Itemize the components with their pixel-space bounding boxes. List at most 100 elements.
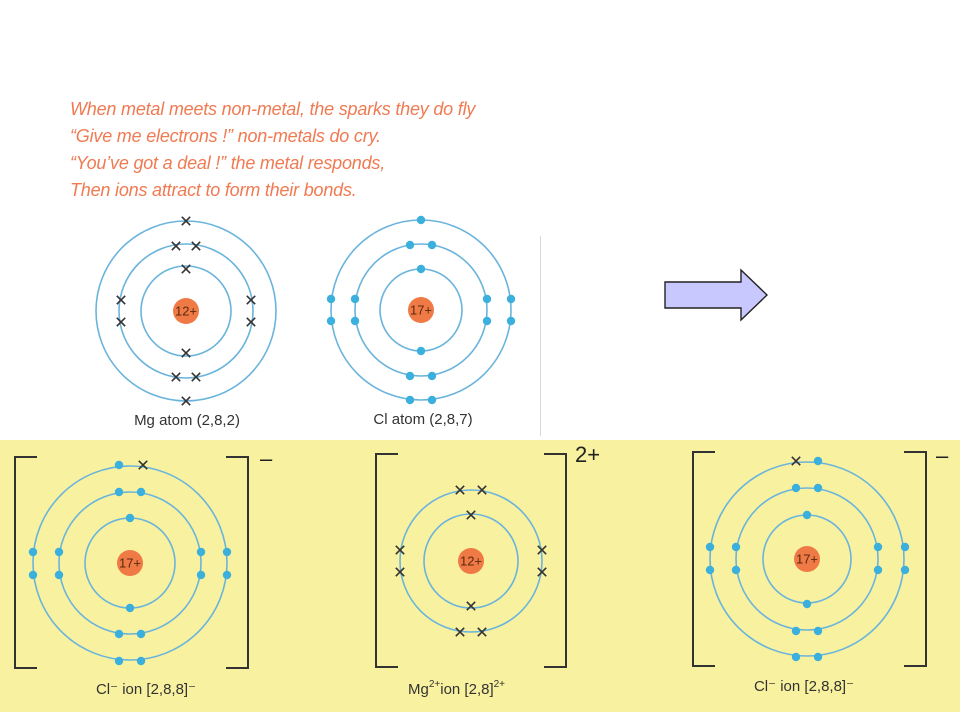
electron-dot	[326, 316, 336, 326]
electron-dot	[802, 510, 812, 520]
electron-cross	[791, 456, 801, 466]
electron-dot	[196, 547, 206, 557]
electron-cross	[116, 295, 126, 305]
nucleus-charge-label: 17+	[119, 556, 141, 571]
electron-cross	[191, 241, 201, 251]
electron-shell	[735, 487, 879, 631]
mg-ion-caption-sup: 2+	[429, 679, 441, 690]
electron-dot	[482, 294, 492, 304]
electron-dot	[222, 547, 232, 557]
electron-cross	[171, 241, 181, 251]
nucleus	[173, 298, 199, 324]
electron-dot	[222, 570, 232, 580]
electron-cross	[466, 510, 476, 520]
electron-dot	[873, 565, 883, 575]
electron-dot	[416, 346, 426, 356]
left-bracket	[692, 451, 715, 667]
electron-dot	[405, 240, 415, 250]
electron-dot	[54, 547, 64, 557]
electron-dot	[405, 395, 415, 405]
reaction-arrow	[664, 268, 769, 322]
poem-line-1: When metal meets non-metal, the sparks t…	[70, 99, 476, 119]
electron-dot	[731, 542, 741, 552]
electron-cross	[181, 216, 191, 226]
electron-dot	[196, 570, 206, 580]
electron-dot	[136, 629, 146, 639]
electron-cross	[181, 348, 191, 358]
electron-shell	[399, 489, 543, 633]
cl-ion-left-diagram: 17+	[14, 456, 249, 669]
electron-dot	[405, 371, 415, 381]
electron-dot	[813, 626, 823, 636]
electron-dot	[900, 542, 910, 552]
electron-dot	[416, 264, 426, 274]
left-bracket	[14, 456, 37, 669]
mg-atom-caption: Mg atom (2,8,2)	[134, 412, 240, 429]
electron-dot	[506, 294, 516, 304]
mg-atom-diagram: 12+	[95, 216, 277, 406]
cl-ion-right-diagram: 17+	[692, 451, 927, 667]
electron-dot	[136, 656, 146, 666]
electron-dot	[114, 487, 124, 497]
cl-atom-diagram: 17+	[326, 215, 516, 405]
electron-cross	[246, 317, 256, 327]
electron-dot	[705, 565, 715, 575]
nucleus-charge-label: 12+	[460, 554, 482, 569]
electron-dot	[326, 294, 336, 304]
electron-cross	[246, 295, 256, 305]
ions-panel	[0, 440, 960, 712]
electron-cross	[537, 567, 547, 577]
electron-dot	[873, 542, 883, 552]
electron-dot	[54, 570, 64, 580]
nucleus-charge-label: 17+	[796, 552, 818, 567]
electron-cross	[395, 545, 405, 555]
electron-dot	[791, 626, 801, 636]
left-bracket	[375, 453, 398, 668]
electron-dot	[114, 629, 124, 639]
electron-dot	[506, 316, 516, 326]
electron-dot	[416, 215, 426, 225]
electron-shell	[32, 465, 228, 661]
cl-ion-right-charge: –	[936, 443, 949, 468]
mg-ion-caption-main: Mg	[408, 681, 429, 698]
electron-dot	[791, 652, 801, 662]
electron-cross	[181, 264, 191, 274]
electron-cross	[181, 396, 191, 406]
right-bracket	[544, 453, 567, 668]
electron-dot	[125, 603, 135, 613]
electron-dot	[114, 460, 124, 470]
cl-atom-caption: Cl atom (2,8,7)	[373, 411, 472, 428]
electron-shell	[118, 243, 254, 379]
poem-line-3: “You’ve got a deal !” the metal responds…	[70, 153, 385, 173]
electron-cross	[477, 485, 487, 495]
electron-shell	[354, 243, 488, 377]
nucleus-charge-label: 17+	[410, 303, 432, 318]
mg-ion-charge: 2+	[575, 442, 600, 467]
electron-dot	[28, 570, 38, 580]
cl-ion-left-caption: Cl⁻ ion [2,8,8]⁻	[96, 681, 196, 698]
arrow-shape	[664, 268, 769, 322]
electron-dot	[136, 487, 146, 497]
poem-line-2: “Give me electrons !” non-metals do cry.	[70, 126, 381, 146]
nucleus	[458, 548, 484, 574]
electron-dot	[28, 547, 38, 557]
electron-dot	[427, 240, 437, 250]
nucleus	[408, 297, 434, 323]
electron-cross	[455, 485, 465, 495]
mg-ion-diagram: 12+	[375, 453, 567, 668]
poem-text: When metal meets non-metal, the sparks t…	[70, 96, 530, 204]
electron-dot	[731, 565, 741, 575]
nucleus	[117, 550, 143, 576]
mg-ion-caption: Mg2+ion [2,8]2+	[408, 679, 505, 698]
image-edge-divider	[540, 236, 541, 436]
electron-dot	[125, 513, 135, 523]
electron-cross	[191, 372, 201, 382]
nucleus	[794, 546, 820, 572]
electron-dot	[114, 656, 124, 666]
electron-dot	[813, 652, 823, 662]
electron-cross	[537, 545, 547, 555]
electron-cross	[477, 627, 487, 637]
electron-shell	[58, 491, 202, 635]
electron-dot	[427, 371, 437, 381]
